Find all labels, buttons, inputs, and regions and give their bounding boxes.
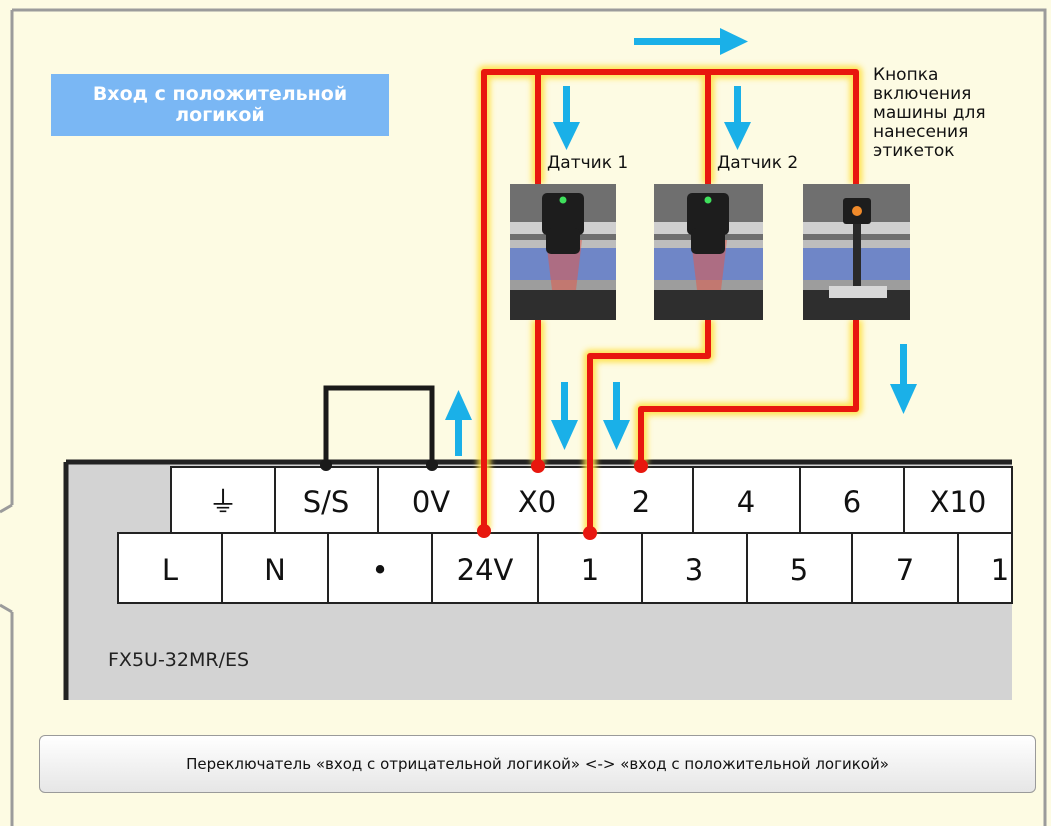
sensor-2-icon: [654, 184, 763, 320]
arrow-right-icon: [634, 28, 748, 55]
machine-button-label-line: включения: [873, 84, 972, 104]
terminal-n: N: [264, 553, 286, 587]
wire-dot-24v: [477, 524, 491, 538]
current-arrows: [445, 28, 917, 456]
badge-line-2: логикой: [175, 104, 265, 126]
jumper-dot-0v: [426, 459, 438, 471]
terminal-x3: 3: [685, 553, 703, 587]
terminal-24v: 24V: [457, 553, 514, 587]
terminal-x10: X10: [930, 485, 987, 519]
wire-dot-x1: [583, 526, 597, 540]
terminal-ground-icon: ⏚: [208, 485, 237, 519]
terminal-dot: •: [371, 553, 388, 587]
jumper-wire: [323, 385, 435, 465]
terminal-0v: 0V: [412, 485, 450, 519]
arrow-down-icon: [553, 86, 580, 150]
machine-button-label-line: нанесения: [873, 122, 969, 142]
terminal-x7: 7: [896, 553, 914, 587]
signal-wires: [481, 69, 859, 533]
terminal-x0: X0: [518, 485, 556, 519]
logic-toggle-button[interactable]: Переключатель «вход с отрицательной логи…: [39, 735, 1036, 793]
arrow-down-icon: [603, 382, 630, 450]
machine-button-label-line: машины для: [873, 103, 986, 123]
machine-button-label-line: Кнопка: [873, 65, 939, 85]
wire-24v-common: [481, 69, 859, 530]
terminal-x2: 2: [632, 485, 650, 519]
sensor-1-icon: [510, 184, 616, 320]
arrow-down-icon: [890, 344, 917, 414]
positive-logic-badge: Вход с положительной логикой: [51, 74, 389, 136]
sensor-2-label: Датчик 2: [717, 153, 799, 173]
terminal-x4: 4: [737, 485, 755, 519]
machine-button-label-line: этикеток: [873, 141, 955, 161]
panel-frame: [10, 8, 1047, 826]
arrow-down-icon: [551, 382, 578, 450]
terminal-row-bottom: L N • 24V 1 3 5 7 1: [117, 532, 1013, 604]
jumper-dot-ss: [320, 459, 332, 471]
arrow-down-icon: [724, 86, 751, 150]
terminal-l: L: [162, 553, 178, 587]
terminal-x6: 6: [843, 485, 861, 519]
terminal-x1: 1: [581, 553, 599, 587]
machine-button-icon: [803, 184, 910, 320]
sensor-1-label: Датчик 1: [547, 153, 629, 173]
wire-button-x2: [638, 320, 859, 465]
terminal-ss: S/S: [303, 485, 350, 519]
plc-model-label: FX5U-32MR/ES: [108, 649, 250, 671]
wire-dot-x2: [634, 459, 648, 473]
machine-button-label: Кнопка включения машины для нанесения эт…: [873, 66, 986, 161]
wire-dot-x0: [531, 459, 545, 473]
arrow-up-icon: [445, 390, 472, 456]
badge-line-1: Вход с положительной: [92, 83, 348, 105]
terminal-x11: 1: [991, 553, 1009, 587]
terminal-x5: 5: [790, 553, 808, 587]
panel-frame-notch: [0, 503, 13, 614]
wire-sensor2-x1: [587, 320, 711, 533]
